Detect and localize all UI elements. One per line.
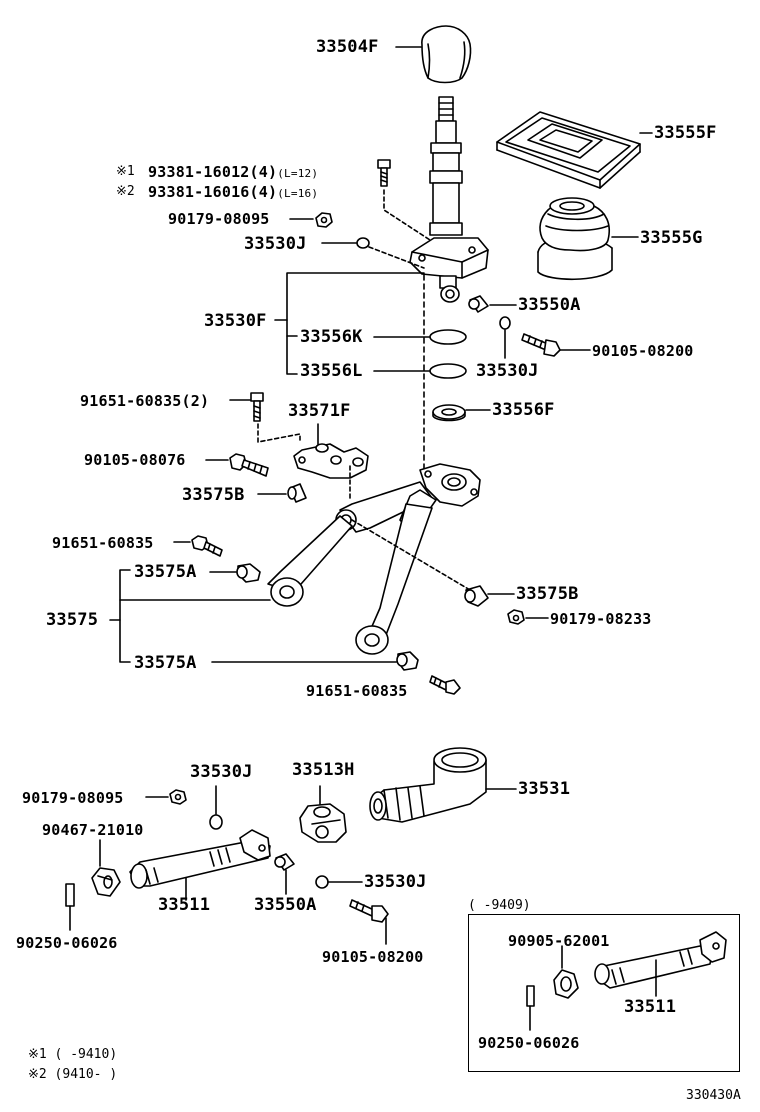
shift-lever-rod-drawing [409, 96, 489, 303]
label-90905-62001: 90905-62001 [508, 932, 610, 950]
label-90105-08200-top: 90105-08200 [592, 342, 694, 360]
screw-93381-drawing [377, 159, 391, 187]
label-91651-60835-2: 91651-60835(2) [80, 392, 210, 410]
label-90105-08076: 90105-08076 [84, 451, 186, 469]
label-90105-08200-low: 90105-08200 [322, 948, 424, 966]
bolt-90105-08076-drawing [229, 453, 269, 477]
shift-knob-drawing [421, 25, 472, 84]
bushing-33550A-low-drawing [274, 853, 295, 871]
label-33511: 33511 [158, 895, 211, 915]
label-33504F: 33504F [316, 37, 379, 57]
label-91651-60835-a: 91651-60835 [52, 534, 154, 552]
label-33571F: 33571F [288, 401, 351, 421]
inset-range: ( -9409) [468, 898, 531, 913]
shift-link-assembly-drawing [267, 463, 481, 655]
clip-90905-62001-drawing [553, 969, 579, 999]
label-33511-box: 33511 [624, 997, 677, 1017]
oring-33530J-low-drawing [209, 814, 223, 830]
label-33530J-low2: 33530J [364, 872, 427, 892]
bolt-90105-08200-top-drawing [521, 333, 561, 357]
label-90179-08095-top: 90179-08095 [168, 210, 270, 228]
bolt-91651-60835-b-drawing [429, 675, 461, 695]
bolt-91651-60835-2-drawing [250, 392, 264, 422]
label-90179-08233: 90179-08233 [550, 610, 652, 628]
label-93381-16016: 93381-16016(4)(L=16) [148, 183, 319, 201]
label-33556L: 33556L [300, 361, 363, 381]
shift-boot-drawing [537, 197, 639, 281]
label-90467-21010: 90467-21010 [42, 821, 144, 839]
mark-2: ※2 [116, 184, 135, 199]
label-93381-16012: 93381-16012(4)(L=12) [148, 163, 319, 181]
bushing-33575A-bottom-drawing [396, 651, 419, 671]
label-33575B-right: 33575B [516, 584, 579, 604]
bushing-33550A-top-drawing [468, 295, 489, 313]
label-33575A-bottom: 33575A [134, 653, 197, 673]
oring-33530J-low2-drawing [315, 875, 329, 889]
label-33531: 33531 [518, 779, 571, 799]
label-90250-06026: 90250-06026 [16, 934, 118, 952]
bushing-33575A-top-drawing [236, 563, 261, 583]
bushing-33575B-right-drawing [464, 585, 489, 607]
label-91651-60835-b: 91651-60835 [306, 682, 408, 700]
label-33556F: 33556F [492, 400, 555, 420]
bolt-91651-60835-a-drawing [191, 535, 223, 557]
oring-33530J-top-drawing [356, 237, 370, 249]
label-33555G: 33555G [640, 228, 703, 248]
label-33530J-top: 33530J [244, 234, 307, 254]
nut-90179-08233-drawing [507, 609, 525, 625]
label-33530J-low: 33530J [190, 762, 253, 782]
label-33555F: 33555F [654, 123, 717, 143]
label-90179-08095-low: 90179-08095 [22, 789, 124, 807]
pin-90250-06026-drawing [65, 883, 75, 907]
shift-rod-33511-box-drawing [594, 931, 727, 989]
bushing-33575B-left-drawing [287, 483, 307, 503]
clip-90467-21010-drawing [91, 867, 121, 897]
shift-boot-plate-drawing [496, 111, 653, 189]
oring-33530J-mid-drawing [499, 316, 511, 330]
label-33556K: 33556K [300, 327, 363, 347]
bushing-33513H-drawing [299, 803, 347, 843]
shift-lever-housing-33531-drawing [369, 747, 487, 823]
label-33530F: 33530F [204, 311, 267, 331]
label-33550A-low: 33550A [254, 895, 317, 915]
label-33575A-top: 33575A [134, 562, 197, 582]
label-33513H: 33513H [292, 760, 355, 780]
oring-33556L-drawing [429, 363, 467, 379]
oring-33556K-drawing [429, 329, 467, 345]
shift-rod-33511-drawing [129, 829, 271, 889]
label-33575: 33575 [46, 610, 99, 630]
nut-90179-08095-top-drawing [315, 212, 333, 228]
mark-1: ※1 [116, 164, 135, 179]
bolt-90105-08200-low-drawing [349, 899, 389, 923]
figure-code: 330430A [686, 1088, 741, 1103]
washer-33556F-drawing [432, 404, 466, 422]
label-33575B-left: 33575B [182, 485, 245, 505]
footnote-1: ※1 ( -9410) [28, 1047, 118, 1062]
footnote-2: ※2 (9410- ) [28, 1067, 118, 1082]
nut-90179-08095-low-drawing [169, 789, 187, 805]
label-33550A-top: 33550A [518, 295, 581, 315]
label-90250-06026-box: 90250-06026 [478, 1034, 580, 1052]
label-33530J-mid: 33530J [476, 361, 539, 381]
bracket-33571F-drawing [293, 443, 369, 479]
inset-box [468, 914, 740, 1072]
